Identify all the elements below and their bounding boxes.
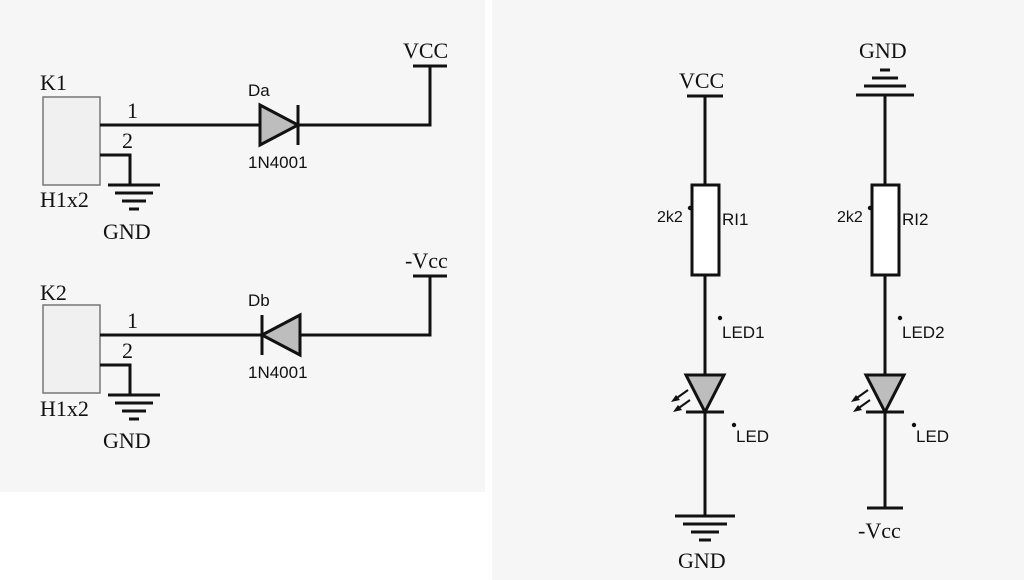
led-type-led1: LED <box>736 427 769 446</box>
led1-type-dot <box>731 422 737 428</box>
diode-part-db: 1N4001 <box>248 363 308 382</box>
ground-symbol-k1 <box>108 183 160 211</box>
input-circuit-1: K1 H1x2 1 2 GND Da 1N4001 VCC <box>40 38 448 244</box>
resistor-ri2-pin-dot <box>867 205 873 211</box>
branch1-top-supply-label: VCC <box>679 68 724 93</box>
led-type-led2: LED <box>916 427 949 446</box>
connector-type-k2: H1x2 <box>40 396 89 421</box>
pin2-label-k1: 2 <box>122 128 133 153</box>
resistor-ri1-pin-dot <box>687 205 693 211</box>
led-ref-led1: LED1 <box>722 323 765 342</box>
resistor-ri2 <box>870 183 901 277</box>
connector-body-k2 <box>42 304 101 394</box>
ground-symbol-k2 <box>108 393 160 421</box>
pin1-label-k2: 1 <box>127 308 138 333</box>
ground-label-k1: GND <box>103 219 151 244</box>
branch1-ground-symbol <box>675 514 735 542</box>
wire-k2-pin2-ground <box>100 363 132 395</box>
wire-db-to-neg-vcc <box>300 276 432 337</box>
supply-label-neg-vcc: -Vcc <box>405 248 448 273</box>
left-panel-background <box>0 0 485 492</box>
wire-da-to-vcc <box>298 66 432 127</box>
input-circuit-2: K2 H1x2 1 2 GND Db 1N4001 -Vcc <box>40 248 448 453</box>
pin2-label-k2: 2 <box>122 338 133 363</box>
connector-type-k1: H1x2 <box>40 187 89 212</box>
pin1-label-k1: 1 <box>127 98 138 123</box>
supply-label-vcc: VCC <box>403 38 448 63</box>
resistor-value-ri1: 2k2 <box>657 209 683 226</box>
diode-ref-da: Da <box>248 81 270 100</box>
diode-ref-db: Db <box>248 291 270 310</box>
led-branch-1: VCC 2k2 RI1 LED1 LED GND <box>657 68 769 573</box>
resistor-ri1 <box>690 183 721 277</box>
connector-ref-k1: K1 <box>40 70 67 95</box>
led2-ref-dot <box>897 315 903 321</box>
connector-ref-k2: K2 <box>40 280 67 305</box>
diode-part-da: 1N4001 <box>248 153 308 172</box>
led-ref-led2: LED2 <box>902 323 945 342</box>
ground-label-k2: GND <box>103 428 151 453</box>
led2-type-dot <box>911 422 917 428</box>
wire-k1-pin2-ground <box>100 153 132 185</box>
right-panel-background <box>492 0 1024 580</box>
led2-light-arrows-icon <box>851 389 871 412</box>
branch2-top-supply-label: GND <box>859 38 907 63</box>
connector-body-k1 <box>42 96 101 186</box>
branch2-bottom-supply-label: -Vcc <box>858 518 901 543</box>
led-branch-2: GND 2k2 RI2 LED2 LED -Vcc <box>837 38 949 543</box>
resistor-ref-ri2: RI2 <box>902 210 928 229</box>
resistor-value-ri2: 2k2 <box>837 209 863 226</box>
led1-ref-dot <box>717 315 723 321</box>
resistor-ref-ri1: RI1 <box>722 210 748 229</box>
led1-light-arrows-icon <box>671 389 691 412</box>
branch1-bottom-supply-label: GND <box>678 548 726 573</box>
